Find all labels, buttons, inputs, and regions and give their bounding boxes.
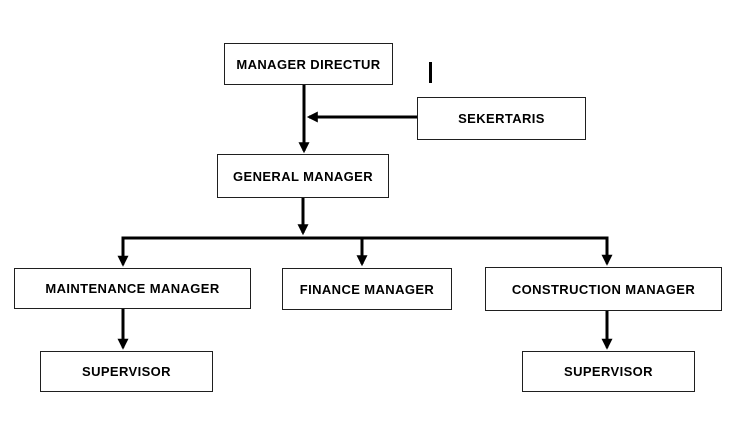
node-sekertaris-label: SEKERTARIS [458,111,545,126]
node-finance-manager-label: FINANCE MANAGER [299,281,435,297]
node-finance-manager: FINANCE MANAGER [282,268,452,310]
node-general-manager: GENERAL MANAGER [217,154,389,198]
node-supervisor-right: SUPERVISOR [522,351,695,392]
node-supervisor-left-label: SUPERVISOR [82,364,171,379]
node-supervisor-left: SUPERVISOR [40,351,213,392]
node-manager-directur-label: MANAGER DIRECTUR [236,56,381,72]
node-construction-manager: CONSTRUCTION MANAGER [485,267,722,311]
node-supervisor-right-label: SUPERVISOR [564,364,653,379]
node-construction-manager-label: CONSTRUCTION MANAGER [511,281,696,297]
node-maintenance-manager-label: MAINTENANCE MANAGER [45,281,220,296]
node-general-manager-label: GENERAL MANAGER [233,168,373,184]
node-sekertaris: SEKERTARIS [417,97,586,140]
node-maintenance-manager: MAINTENANCE MANAGER [14,268,251,309]
node-manager-directur: MANAGER DIRECTUR [224,43,393,85]
